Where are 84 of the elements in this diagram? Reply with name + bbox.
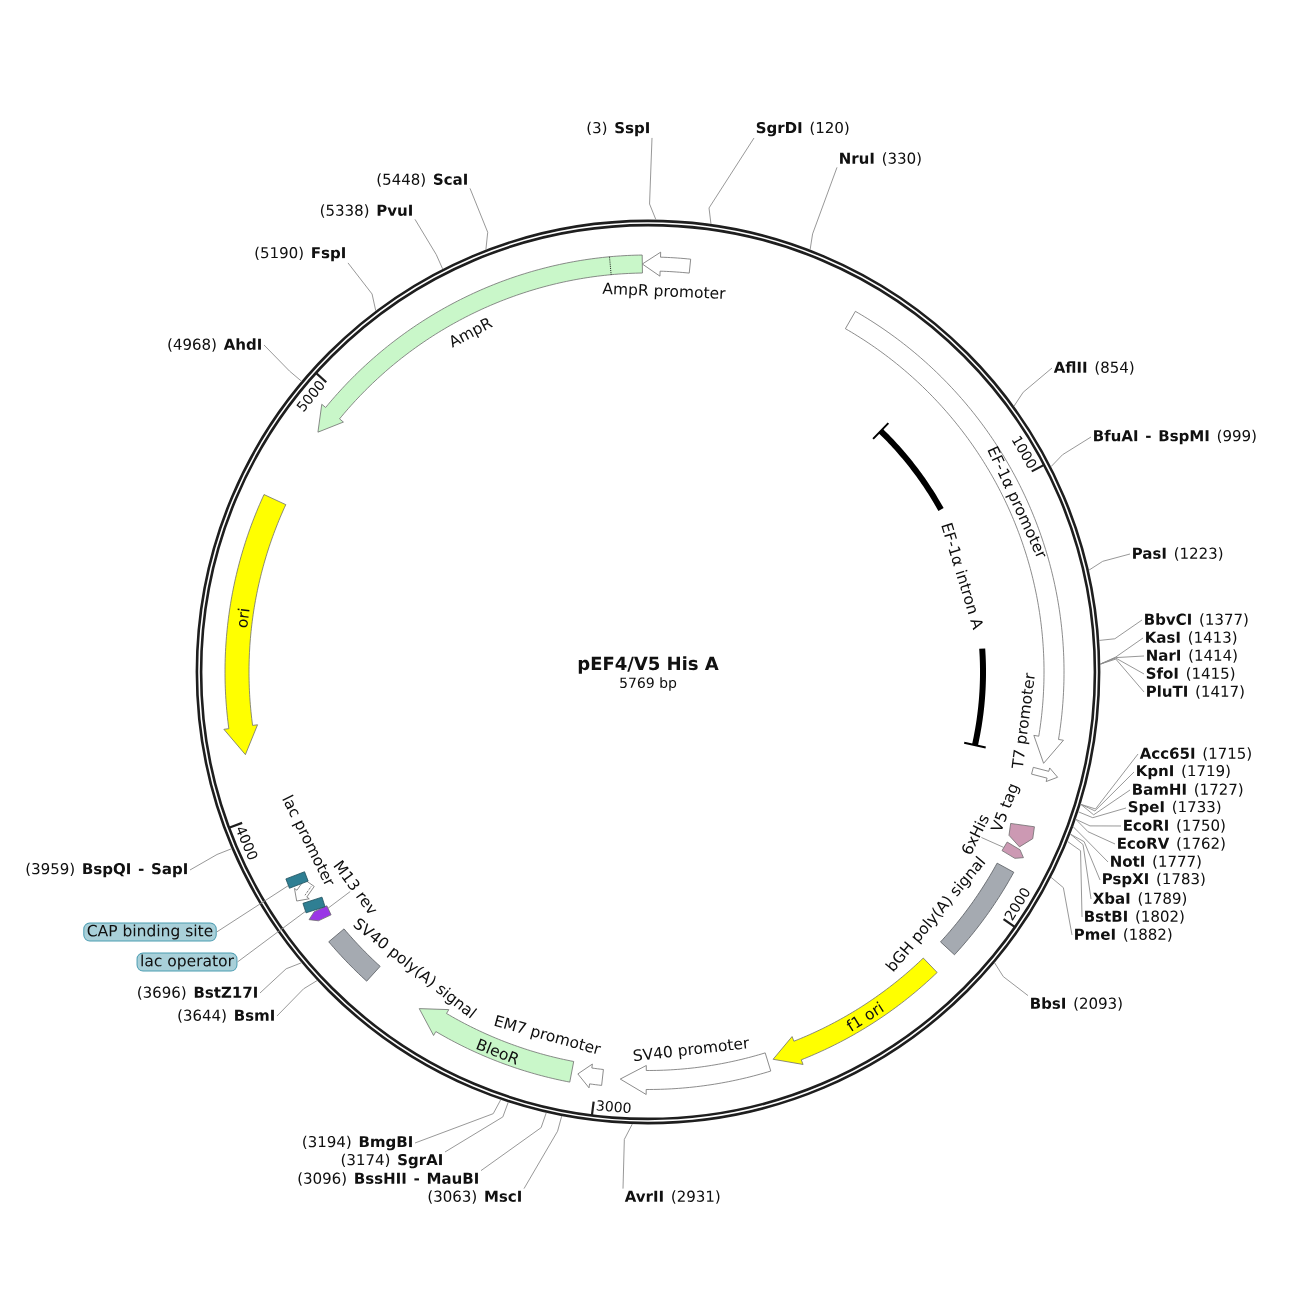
leader-line bbox=[994, 962, 1029, 997]
site-label: PmeI (1882) bbox=[1075, 928, 1172, 942]
leader-line bbox=[1050, 436, 1092, 468]
leader-line bbox=[469, 187, 489, 251]
site-label: KasI (1413) bbox=[1146, 631, 1237, 645]
leader-line bbox=[1099, 658, 1145, 693]
leader-line bbox=[414, 218, 444, 270]
site-label: XbaI (1789) bbox=[1093, 892, 1187, 906]
site-label: BfuAI - BspMI (999) bbox=[1094, 429, 1256, 445]
leader-line bbox=[1099, 655, 1145, 665]
leader-line bbox=[1080, 753, 1139, 810]
leader-line bbox=[622, 1123, 633, 1190]
feature-arc: ori bbox=[223, 494, 287, 756]
leader-line bbox=[523, 1115, 563, 1190]
site-label: Acc65I (1715) bbox=[1139, 747, 1251, 761]
leader-line bbox=[237, 911, 306, 963]
leader-line bbox=[347, 262, 377, 312]
site-label: PasI (1223) bbox=[1133, 547, 1223, 561]
feature-label: EF-1α intron A bbox=[941, 522, 983, 631]
leader-line bbox=[1072, 826, 1109, 863]
leader-line bbox=[1080, 771, 1135, 812]
leader-line bbox=[809, 166, 838, 251]
leader-line bbox=[216, 885, 289, 933]
site-label: NruI (330) bbox=[840, 152, 921, 166]
site-label: NarI (1414) bbox=[1147, 649, 1237, 663]
site-label: SgrDI (120) bbox=[756, 121, 849, 137]
leader-line bbox=[980, 837, 1005, 848]
site-label: (3644) BsmI bbox=[178, 1009, 274, 1023]
site-label: (3696) BstZ17I bbox=[138, 986, 257, 1000]
plasmid-size: 5769 bp bbox=[620, 677, 677, 691]
site-label: NotI (1777) bbox=[1111, 855, 1201, 869]
site-label: BbvCI (1377) bbox=[1145, 613, 1248, 627]
site-label: (5338) PvuI bbox=[320, 204, 412, 218]
tick-label: 3000 bbox=[596, 1100, 631, 1113]
feature-label: SV40 promoter bbox=[633, 1039, 749, 1061]
feature-label: V5 tag bbox=[990, 784, 1021, 830]
site-label: (4968) AhdI bbox=[168, 338, 261, 352]
feature-marker bbox=[308, 905, 332, 922]
leader-line bbox=[276, 980, 318, 1017]
site-label: (3) SspI bbox=[587, 121, 649, 137]
site-label: (3959) BspQI - SapI bbox=[26, 862, 187, 878]
leader-line bbox=[1067, 841, 1083, 918]
feature-marker bbox=[1001, 841, 1024, 859]
site-label: SfoI (1415) bbox=[1146, 667, 1235, 681]
site-label: EcoRV (1762) bbox=[1118, 837, 1225, 851]
leader-line bbox=[480, 1112, 547, 1172]
leader-line bbox=[263, 344, 302, 382]
site-label: SpeI (1733) bbox=[1128, 800, 1221, 816]
feature-box bbox=[302, 896, 326, 914]
leader-line bbox=[1075, 818, 1122, 827]
leader-line bbox=[1013, 367, 1053, 407]
leader-line bbox=[1088, 553, 1131, 571]
site-label: KpnI (1719) bbox=[1137, 764, 1230, 780]
leader-line bbox=[708, 137, 755, 225]
leader-line bbox=[414, 1099, 502, 1144]
tick-label: 4000 bbox=[237, 827, 258, 860]
leader-line bbox=[1075, 818, 1116, 845]
site-label: (3096) BssHII - MauBI bbox=[298, 1172, 478, 1186]
site-label: BstBI (1802) bbox=[1085, 910, 1184, 924]
site-label: (3174) SgrAI bbox=[341, 1153, 442, 1169]
leader-line bbox=[1098, 619, 1143, 641]
feature-label: AmpR promoter bbox=[602, 282, 726, 300]
site-label: (3063) MscI bbox=[428, 1190, 521, 1204]
label-box: CAP binding site bbox=[83, 922, 217, 942]
leader-line bbox=[1050, 876, 1073, 936]
leader-line bbox=[649, 137, 657, 221]
site-label: EcoRI (1750) bbox=[1124, 819, 1225, 833]
leader-line bbox=[327, 891, 351, 909]
site-label: (5448) ScaI bbox=[377, 173, 467, 187]
label-box: lac operator bbox=[136, 952, 238, 972]
site-label: PluTI (1417) bbox=[1147, 685, 1244, 699]
leader-line bbox=[1069, 833, 1092, 900]
site-label: AvrII (2931) bbox=[624, 1190, 720, 1204]
site-label: (5190) FspI bbox=[255, 246, 345, 262]
site-label: (3194) BmgBI bbox=[303, 1135, 412, 1151]
plasmid-name: pEF4/V5 His A bbox=[578, 656, 719, 674]
leader-line bbox=[1080, 789, 1131, 816]
leader-line bbox=[1077, 807, 1127, 819]
leader-line bbox=[444, 1101, 509, 1153]
leader-line bbox=[259, 962, 302, 994]
leader-line bbox=[189, 848, 232, 871]
site-label: PspXI (1783) bbox=[1103, 872, 1205, 888]
site-label: BamHI (1727) bbox=[1133, 783, 1243, 797]
site-label: BbsI (2093) bbox=[1031, 997, 1122, 1011]
